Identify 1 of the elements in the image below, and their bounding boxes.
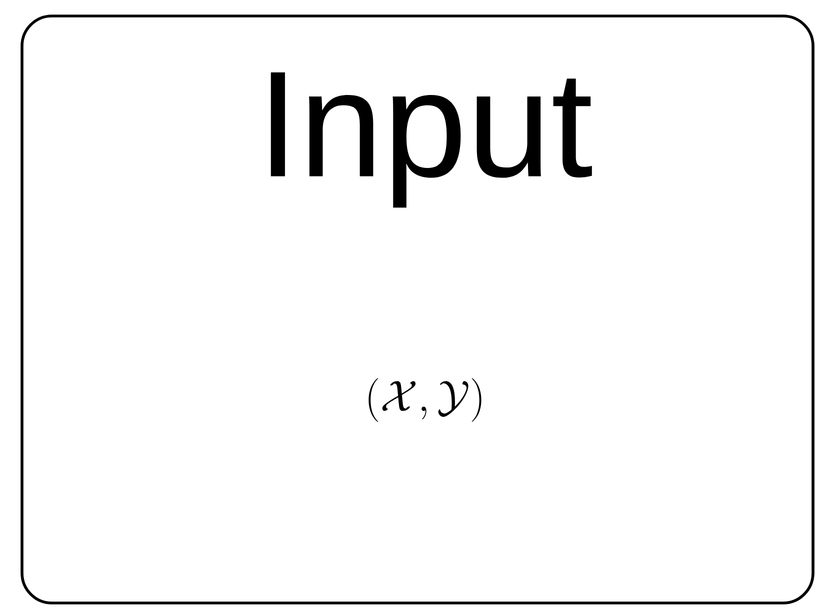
input-box: Input $(\mathcal{X},\mathcal{Y})$ <box>20 14 814 604</box>
